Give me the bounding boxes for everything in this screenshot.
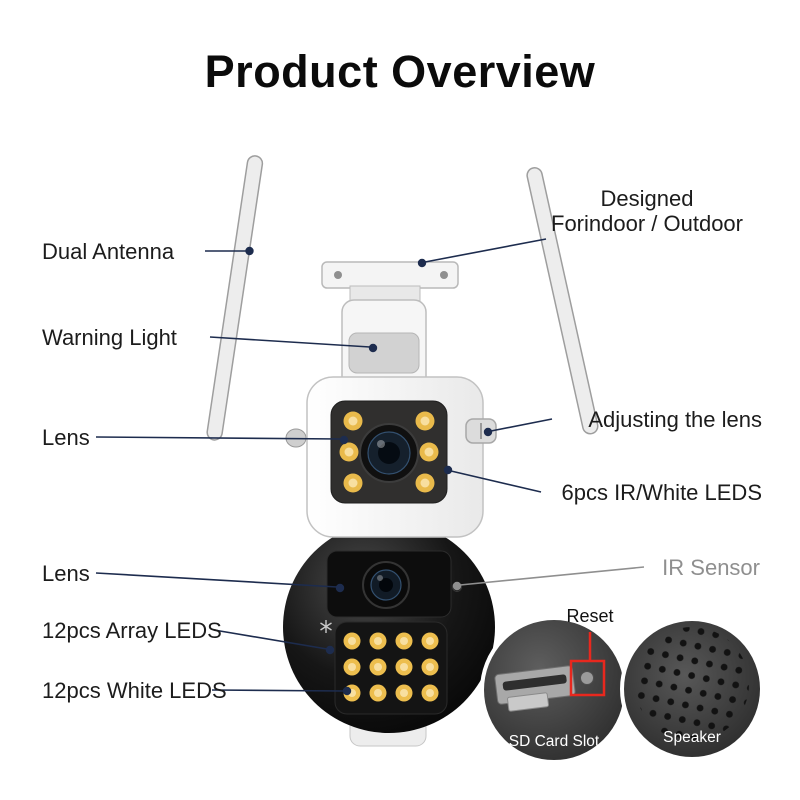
callout-line-adjusting-lens [483, 418, 553, 437]
callout-line-ir-white-leds [443, 465, 542, 493]
upper-lens [359, 423, 419, 483]
sensor-star-icon [320, 620, 332, 633]
mount-screw-left [334, 271, 342, 279]
callout-line-array-leds [213, 629, 335, 655]
left-antenna [206, 155, 307, 448]
speaker-holes [635, 627, 749, 741]
reset-button [580, 671, 594, 685]
callout-line-dual-antenna [205, 246, 254, 256]
callout-lines [95, 238, 553, 696]
warning-light-band [348, 332, 420, 374]
callout-line-designed [417, 238, 547, 268]
lens-adjust-knob [465, 418, 497, 444]
speaker-inset [620, 617, 764, 761]
callout-line-lens-top [95, 435, 349, 445]
ir-white-leds [339, 411, 439, 493]
callout-label-designed: Designed Forindoor / Outdoor [531, 186, 763, 237]
dome-lens-panel [326, 550, 452, 618]
callout-label-ir-sensor: IR Sensor [662, 555, 760, 580]
callout-label-warning-light: Warning Light [42, 325, 177, 350]
callout-label-lens-top: Lens [42, 425, 90, 450]
led-array [334, 621, 448, 715]
speaker-caption: Speaker [663, 729, 721, 746]
callout-label-adjusting-lens: Adjusting the lens [588, 407, 762, 432]
callout-line-ir-sensor [452, 566, 645, 591]
camera-body [306, 376, 497, 538]
camera-neck [341, 299, 427, 393]
sd-card-slot [494, 665, 576, 712]
mount-screw-right [440, 271, 448, 279]
callout-line-warning-light [209, 336, 378, 353]
callout-label-dual-antenna: Dual Antenna [42, 239, 175, 264]
callout-line-white-leds [211, 686, 352, 696]
designed-line1: Designed [600, 186, 694, 211]
callout-line-lens-bottom [95, 572, 345, 593]
page-title: Product Overview [204, 46, 596, 97]
callout-label-ir-white-leds: 6pcs IR/White LEDS [561, 480, 762, 505]
lower-lens [362, 561, 410, 609]
callout-label-reset: Reset [566, 606, 614, 626]
designed-line2: Forindoor / Outdoor [551, 211, 743, 237]
reset-pointer [569, 632, 606, 697]
callout-label-white-leds: 12pcs White LEDS [42, 678, 227, 703]
front-panel [330, 400, 448, 504]
sd-card-slot-caption: SD Card Slot [508, 733, 600, 750]
callout-label-lens-bottom: Lens [42, 561, 90, 586]
callout-label-array-leds: 12pcs Array LEDS [42, 618, 222, 643]
